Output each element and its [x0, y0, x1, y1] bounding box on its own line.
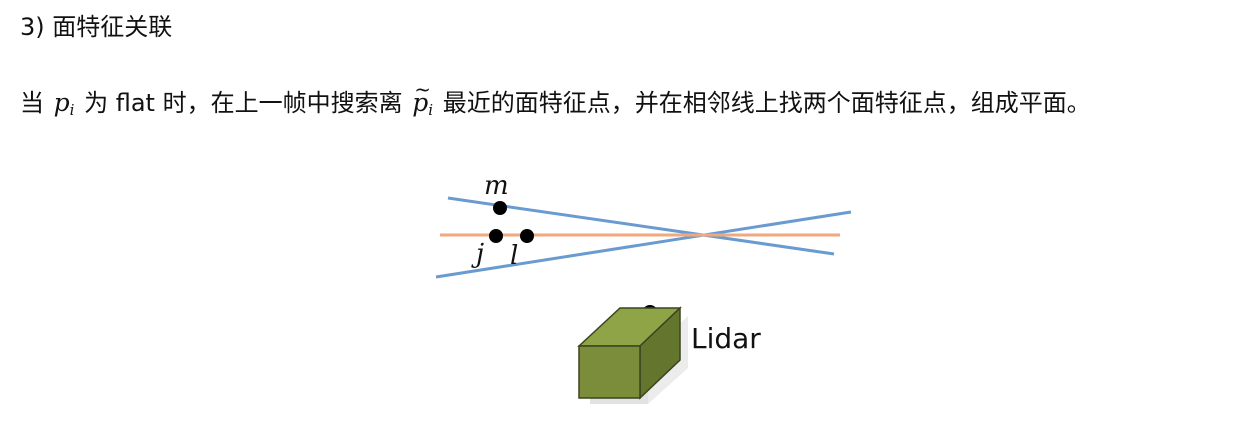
math-p-i: pi	[53, 88, 75, 119]
scan-line-upper	[447, 196, 835, 256]
scan-line-lower	[435, 210, 852, 279]
lidar-label: Lidar	[691, 322, 761, 355]
text-part-1: 当	[20, 89, 44, 117]
label-j: j	[471, 239, 484, 269]
point-j	[489, 229, 503, 243]
lidar-box-front	[578, 345, 641, 399]
text-part-3: 最近的面特征点，并在相邻线上找两个面特征点，组成平面。	[442, 89, 1091, 117]
math-p-tilde-i: ~pi	[412, 77, 434, 119]
point-m	[493, 201, 507, 215]
label-m: m	[484, 171, 509, 201]
lidar-box	[577, 305, 688, 404]
point-l	[520, 229, 534, 243]
section-heading: 3) 面特征关联	[20, 13, 173, 41]
label-l: l	[510, 241, 518, 271]
description-text: 当 pi 为 flat 时，在上一帧中搜索离 ~pi 最近的面特征点，并在相邻线…	[20, 77, 1091, 127]
text-part-2: 为 flat 时，在上一帧中搜索离	[84, 89, 403, 117]
